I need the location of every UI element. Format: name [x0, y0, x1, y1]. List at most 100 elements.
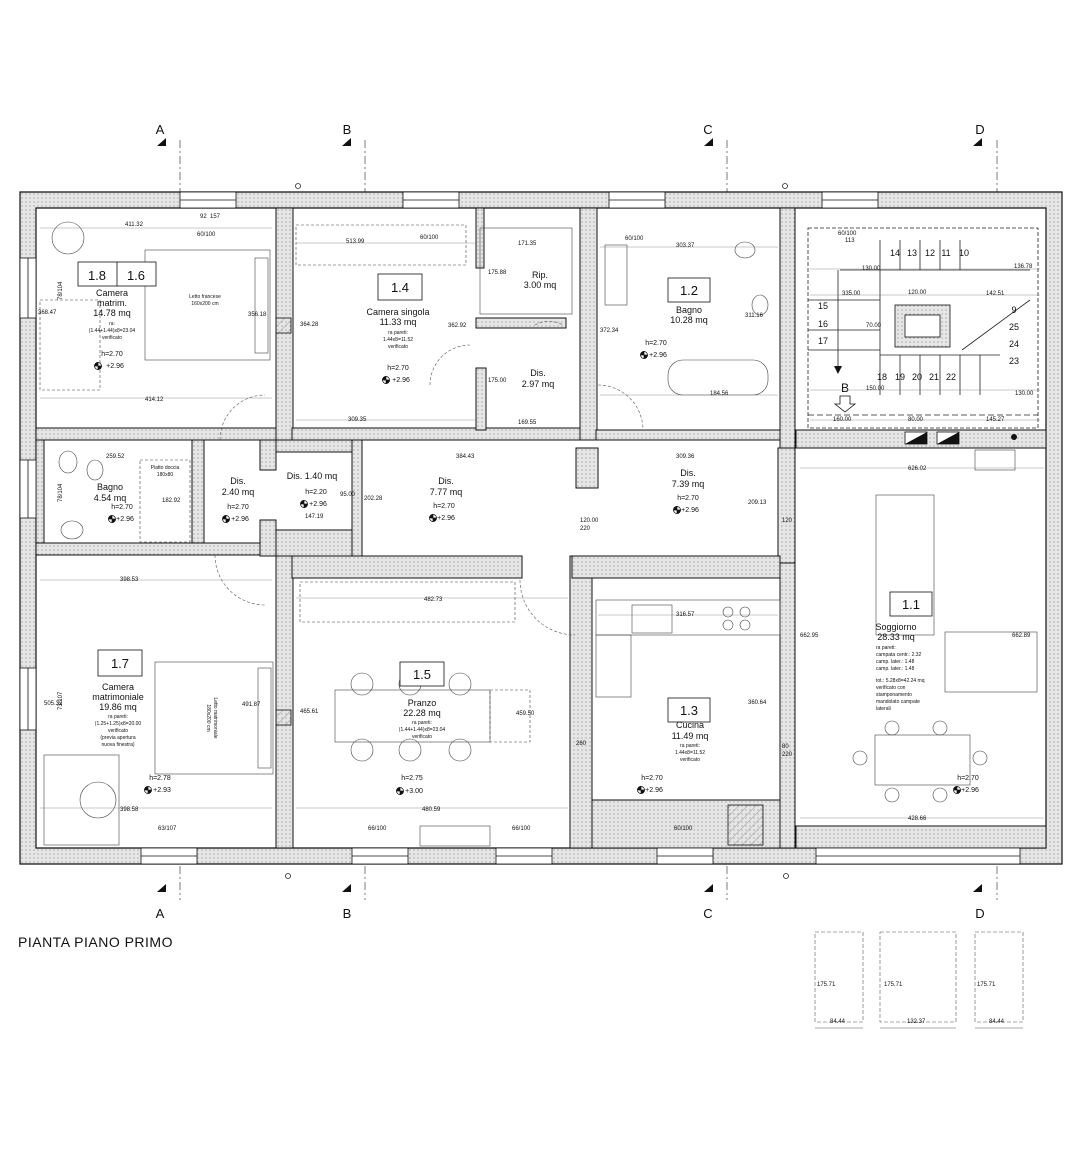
window-size: 63/107	[158, 826, 177, 832]
room-note: campata centr.: 2.32	[876, 652, 922, 658]
dim-text: 182.92	[162, 498, 181, 504]
dim-text: 95.00	[340, 492, 356, 498]
room-area: 7.39 mq	[672, 479, 705, 489]
plan-title: PIANTA PIANO PRIMO	[18, 934, 173, 950]
stair-step-14: 14	[890, 248, 900, 258]
stair-step-12: 12	[925, 248, 935, 258]
furniture-label-bed: Letto matrimoniale	[212, 697, 218, 738]
dim-text: 130.00	[862, 266, 881, 272]
dim-text: 120.00	[908, 290, 927, 296]
room-height: h=2.70	[101, 351, 123, 358]
dim-text: 150.00	[866, 386, 885, 392]
window-size: 66/100	[368, 826, 387, 832]
room-name: Cucina	[676, 720, 704, 730]
dim-text: 113	[845, 238, 855, 244]
dim-text: 120	[782, 518, 793, 524]
dim-text: 220	[782, 752, 793, 758]
furniture-label-shower: 180x80	[157, 472, 174, 478]
room-note: verificato	[102, 335, 122, 341]
room-note: stamponamento	[876, 692, 912, 698]
window-size: 73/107	[58, 691, 64, 710]
stair-step-11: 11	[941, 248, 950, 258]
room-height: h=2.70	[641, 775, 663, 782]
room-note: ra:	[109, 321, 115, 327]
dim-text: 335.00	[842, 291, 861, 297]
dim-text: 92	[200, 214, 207, 220]
room-area: 3.00 mq	[524, 280, 557, 290]
room-height: h=2.70	[957, 775, 979, 782]
room-camera-singola: 1.4 Camera singola 11.33 mq ra pareti: 1…	[366, 273, 430, 384]
dim-text: 309.35	[348, 417, 367, 423]
room-name: Bagno	[97, 482, 123, 492]
dim-text: 491.87	[242, 702, 261, 708]
dim-text: 130.00	[1015, 391, 1034, 397]
dim-text: 202.28	[364, 496, 383, 502]
section-label-bottom-a: A	[156, 906, 165, 921]
dim-text: 505.32	[44, 701, 63, 707]
section-label-bottom-c: C	[703, 906, 712, 921]
exterior-walls	[19, 191, 1063, 865]
dim-text: 364.28	[300, 322, 319, 328]
room-level: +2.93	[153, 787, 171, 794]
furniture-label-bed: 180x200 cm	[205, 704, 211, 731]
stair-step-13: 13	[907, 248, 917, 258]
room-level: +2.96	[437, 515, 455, 522]
room-bagno-454: Bagno 4.54 mq h=2.70 +2.96	[94, 482, 134, 523]
room-note: 1.44x8=11.52	[383, 337, 413, 343]
room-level: +2.96	[106, 363, 124, 370]
section-arrows	[157, 138, 982, 892]
room-code: 1.1	[902, 597, 920, 612]
dim-text: 171.35	[518, 241, 537, 247]
dim-text: 316.57	[676, 612, 695, 618]
room-level: +2.96	[649, 352, 667, 359]
stair-step-9: 9	[1011, 305, 1016, 315]
dim-text: 147.19	[305, 514, 324, 520]
dim-text: 184.56	[710, 391, 729, 397]
room-note: verificato	[388, 344, 408, 350]
room-height: h=2.75	[401, 775, 423, 782]
room-name: Dis.	[230, 476, 246, 486]
dim-text: 360.64	[748, 700, 767, 706]
stair-step-18: 18	[877, 372, 887, 382]
section-label-bottom-b: B	[343, 906, 352, 921]
room-level: +2.96	[645, 787, 663, 794]
dim-text: 384.43	[456, 454, 475, 460]
room-area: 22.28 mq	[403, 708, 441, 718]
level-marker-icons	[94, 351, 961, 795]
dim-text: 120.00	[580, 518, 599, 524]
room-note: verificato con	[876, 685, 906, 691]
room-dis-140: Dis. 1.40 mq h=2.20 +2.96	[287, 471, 338, 508]
stair-step-24: 24	[1009, 339, 1019, 349]
room-note: (previa apertura	[100, 735, 136, 741]
dim-text: 662.95	[800, 633, 819, 639]
dim-text: 70.00	[866, 323, 882, 329]
dim-text: 465.61	[300, 709, 319, 715]
room-code: 1.2	[680, 283, 698, 298]
room-name: matrimoniale	[92, 692, 144, 702]
room-cucina: 1.3 Cucina 11.49 mq ra pareti: 1.44x8=11…	[641, 697, 711, 794]
dim-text: 428.66	[908, 816, 927, 822]
dim-text: 209.13	[748, 500, 767, 506]
stair-step-15: 15	[818, 301, 828, 311]
room-note: ra pareti:	[388, 330, 408, 336]
room-note: ra pareti:	[108, 714, 128, 720]
room-height: h=2.70	[387, 365, 409, 372]
dim-text: 220	[580, 526, 591, 532]
room-area: 11.33 mq	[380, 317, 417, 327]
window-size: 60/100	[420, 235, 439, 241]
room-name: matrim.	[97, 298, 127, 308]
dim-text: 175.88	[488, 270, 507, 276]
dim-text: 356.18	[248, 312, 267, 318]
dim-text: 169.55	[518, 420, 537, 426]
room-note: verificato	[412, 734, 432, 740]
section-markers	[179, 140, 998, 900]
room-code: 1.8	[88, 268, 106, 283]
room-area: 10.28 mq	[670, 315, 708, 325]
profile-height: 175.71	[884, 982, 903, 988]
stair-step-25: 25	[1009, 322, 1019, 332]
room-name: Bagno	[676, 305, 702, 315]
window-size: 60/100	[674, 826, 693, 832]
room-level: +2.96	[116, 516, 134, 523]
stair-marks	[904, 431, 1017, 445]
